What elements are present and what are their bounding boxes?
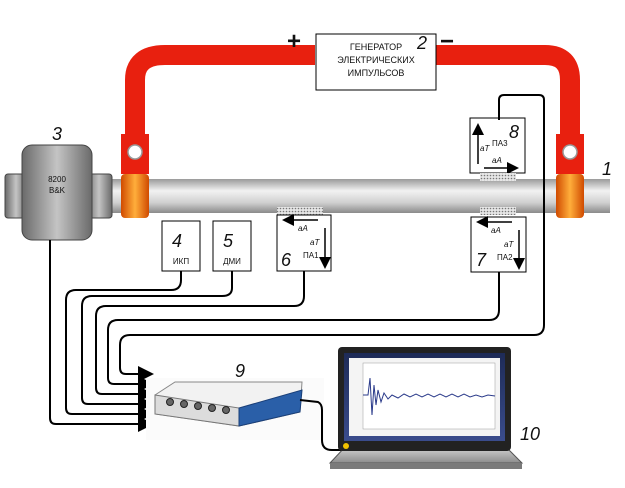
- minus-sign: −: [440, 28, 454, 55]
- pa3-a-long: aA: [492, 156, 502, 165]
- dmi-label: ДМИ: [223, 257, 241, 266]
- screen-waveform: [363, 377, 496, 416]
- dmi-box: ДМИ: [212, 220, 252, 272]
- generator-cable: [125, 45, 580, 140]
- generator-line-1: ГЕНЕРАТОР: [350, 42, 402, 52]
- accelerometer-brand: B&K: [49, 186, 66, 195]
- pa2-a-trans: aT: [504, 240, 514, 249]
- laptop: [328, 347, 524, 469]
- generator-number: 2: [416, 33, 427, 53]
- generator-line-3: ИМПУЛЬСОВ: [348, 68, 405, 78]
- accelerometer-8200: 8200 B&K: [4, 144, 113, 241]
- ikp-number: 4: [172, 231, 182, 251]
- pa2-number: 7: [476, 250, 487, 270]
- ikp-label: ИКП: [173, 257, 189, 266]
- ikp-box: ИКП: [161, 220, 201, 272]
- laptop-number: 10: [520, 424, 540, 444]
- dmi-number: 5: [223, 231, 234, 251]
- accelerometer-model: 8200: [48, 175, 66, 184]
- daq-number: 9: [235, 361, 245, 381]
- accelerometer-number: 3: [52, 124, 62, 144]
- sensor-pa3: aT ПА3 aA: [469, 117, 526, 174]
- pulse-generator: ГЕНЕРАТОР ЭЛЕКТРИЧЕСКИХ ИМПУЛЬСОВ: [315, 33, 437, 91]
- pa2-contact: [480, 207, 516, 215]
- pa1-a-long: aA: [298, 224, 308, 233]
- daq-unit: [146, 378, 324, 440]
- pa3-number: 8: [509, 122, 519, 142]
- pipe-number: 1: [602, 159, 612, 179]
- generator-line-2: ЭЛЕКТРИЧЕСКИХ: [337, 55, 415, 65]
- pa2-a-long: aA: [491, 226, 501, 235]
- signal-cables: [49, 94, 545, 432]
- pa3-contact: [480, 173, 516, 181]
- pa1-contact: [277, 207, 323, 215]
- pa3-name: ПА3: [492, 139, 508, 148]
- sensor-pa2: aA aT ПА2: [470, 216, 527, 273]
- pipe: [60, 179, 610, 213]
- usb-cable: [299, 399, 345, 451]
- left-clamp: [121, 134, 149, 218]
- pa2-name: ПА2: [497, 253, 513, 262]
- pa1-name: ПА1: [303, 251, 319, 260]
- pa3-a-trans: aT: [480, 144, 490, 153]
- plus-sign: +: [287, 28, 301, 55]
- pa1-number: 6: [281, 250, 292, 270]
- right-clamp: [556, 134, 584, 218]
- pa1-a-trans: aT: [310, 238, 320, 247]
